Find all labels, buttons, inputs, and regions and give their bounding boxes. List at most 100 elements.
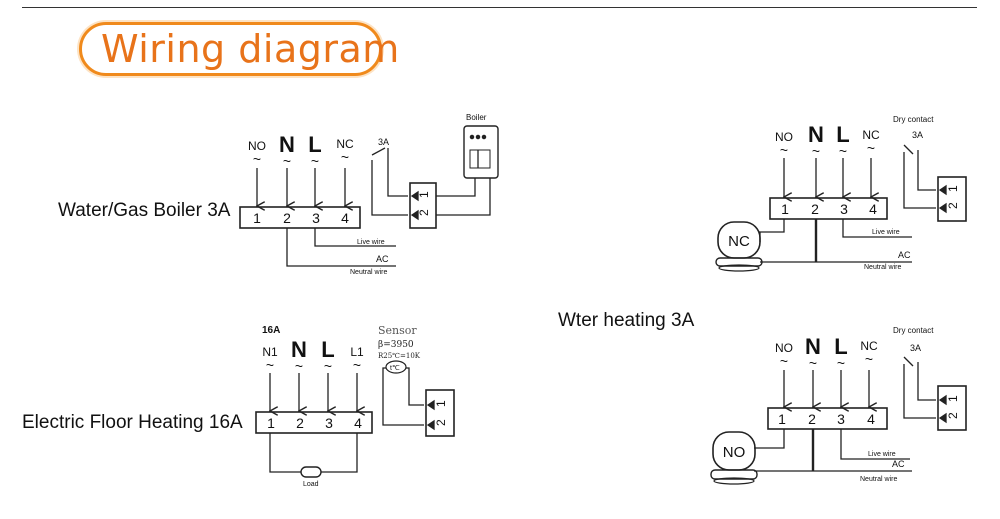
diagram-label: ~ [295, 358, 303, 374]
label-n: N [291, 337, 307, 362]
neutral-wire-label: Neutral wire [350, 269, 387, 276]
live-wire-line [842, 219, 912, 238]
boiler-wire [436, 178, 491, 216]
diagram-label: Neutral wire [860, 476, 897, 483]
diagram-label: 2 [434, 419, 448, 426]
label-no: NO [248, 139, 266, 153]
diagram-label: 2 [811, 201, 819, 217]
label-l: L [321, 337, 334, 362]
caption-boiler: Water/Gas Boiler 3A [58, 200, 231, 221]
label-nc: NC [336, 137, 354, 151]
tilde: ~ [867, 140, 875, 156]
valve-base [710, 469, 758, 480]
diagram-label: ~ [353, 357, 361, 373]
diagram-label: NC [860, 339, 878, 353]
diagram-label: N [805, 334, 821, 359]
relay-wire [371, 160, 408, 216]
caption-water-heating: Wter heating 3A [558, 310, 695, 331]
diagram-label: ~ [324, 358, 332, 374]
valve-no-label: NO [723, 444, 746, 461]
label-n: N [279, 132, 295, 157]
rating-3a: 3A [378, 137, 389, 147]
tilde: ~ [839, 143, 847, 159]
diagram-label: 1 [946, 395, 960, 402]
diagram-label: 3 [840, 201, 848, 217]
tilde: ~ [283, 153, 291, 169]
diagram-label: 1 [267, 415, 275, 431]
diagram-label: 3 [325, 415, 333, 431]
valve-foot [713, 477, 755, 485]
sensor-r25: R25℃=10K [378, 352, 421, 360]
relay-1: 1 [417, 191, 431, 198]
tilde: ~ [341, 149, 349, 165]
diagram-label: Live wire [868, 451, 896, 458]
valve-base [715, 257, 763, 267]
ac-label: AC [376, 254, 389, 264]
valve-wire [759, 219, 785, 242]
tilde: ~ [253, 151, 261, 167]
diagram-label: 1 [781, 201, 789, 217]
diagram-floor-heating: 16A N1 N L L1 ~ ~ ~ ~ 1 2 3 4 Load Senso… [255, 324, 455, 488]
valve-wire [754, 429, 785, 449]
diagram-label: 3A [912, 130, 923, 140]
diagram-label: Neutral wire [864, 264, 901, 271]
diagram-label: 1 [434, 400, 448, 407]
load-resistor [300, 466, 322, 478]
label-l1: L1 [350, 345, 364, 359]
diagram-label: NO [775, 341, 793, 355]
rating-16a: 16A [262, 325, 280, 336]
terminal-4: 4 [341, 210, 349, 226]
terminal-labels-top-1: NO N L NC ~ ~ ~ ~ [248, 132, 354, 169]
relay-2: 2 [417, 209, 431, 216]
diagram-label: 4 [354, 415, 362, 431]
boiler-knob [475, 134, 481, 140]
neutral-wire-line [286, 228, 396, 267]
title-badge [79, 22, 382, 76]
diagram-label: 2 [946, 202, 960, 209]
live-wire-line [840, 429, 910, 460]
load-label: Load [303, 481, 319, 488]
diagram-label: 3A [910, 343, 921, 353]
boiler-panel [469, 149, 491, 169]
diagram-label: ~ [266, 357, 274, 373]
label-nc: NC [862, 128, 880, 142]
terminal-block [239, 206, 361, 229]
load-wire [269, 433, 301, 473]
diagram-label: 2 [946, 412, 960, 419]
diagram-label: 3 [837, 411, 845, 427]
page-title: Wiring diagram [101, 27, 400, 71]
boiler-knob [481, 134, 487, 140]
diagram-water-no: NO N L NC ~ ~ ~ ~ 1 2 3 4 Live wire AC N… [710, 326, 967, 485]
sensor-beta: β=3950 [378, 340, 414, 350]
diagram-label: 1 [778, 411, 786, 427]
valve-nc-label: NC [728, 233, 750, 250]
boiler-unit [463, 125, 499, 179]
diagram-label: L [834, 334, 847, 359]
relay-block [937, 176, 967, 222]
sensor-symbol: t℃ [390, 365, 400, 372]
relay-block [409, 182, 437, 229]
boiler-label: Boiler [466, 113, 487, 122]
diagram-water-nc: NO N L NC ~ ~ ~ ~ 1 2 3 4 Live wire AC N… [715, 115, 967, 272]
tilde: ~ [780, 142, 788, 158]
diagram-label: Live wire [872, 229, 900, 236]
relay-wire [387, 148, 408, 197]
diagram-label: ~ [780, 353, 788, 369]
sensor-wire [406, 367, 424, 406]
live-wire-line [314, 228, 396, 247]
label-n1: N1 [262, 345, 278, 359]
live-wire-label: Live wire [357, 239, 385, 246]
tilde: ~ [311, 153, 319, 169]
terminal-block [769, 197, 888, 220]
valve-foot [718, 264, 760, 272]
terminal-3: 3 [312, 210, 320, 226]
terminal-block [767, 407, 888, 430]
label-n: N [808, 122, 824, 147]
tilde: ~ [812, 143, 820, 159]
relay-switch [371, 147, 386, 156]
terminal-2: 2 [283, 210, 291, 226]
sensor-wire [382, 367, 424, 426]
boiler-knob [469, 134, 475, 140]
label-l: L [308, 132, 321, 157]
